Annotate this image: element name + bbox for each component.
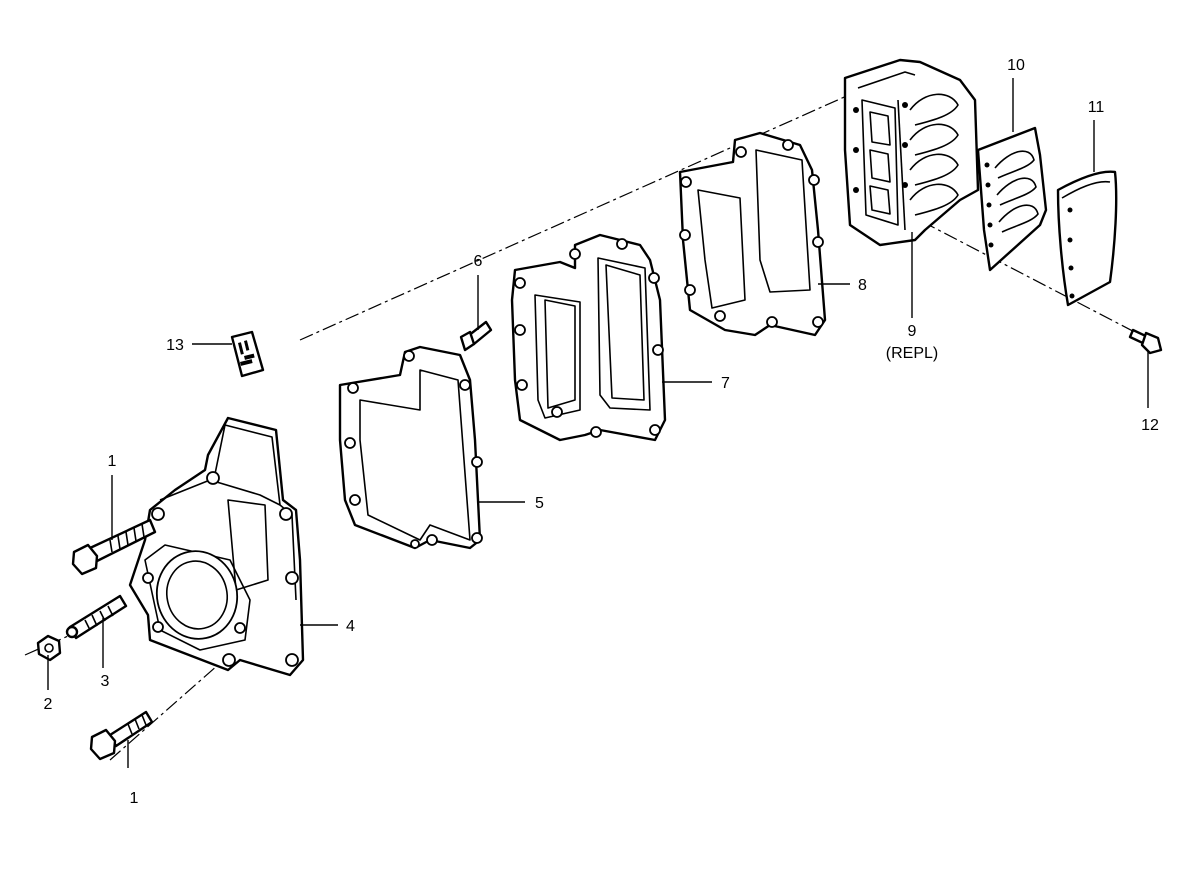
part-2-nut: [36, 634, 62, 662]
part-1-lower-bolt: [89, 710, 154, 761]
callout-10: 10: [1007, 57, 1025, 74]
part-5-gasket: [338, 345, 483, 550]
part-8-gasket: [678, 131, 827, 337]
callout-11: 11: [1088, 99, 1105, 116]
callout-9-note: (REPL): [886, 345, 938, 362]
part-9-reed-block: [843, 58, 980, 247]
callout-12: 12: [1141, 417, 1159, 434]
callout-1-top: 1: [108, 453, 117, 470]
callout-8: 8: [858, 277, 867, 294]
callout-7: 7: [721, 375, 730, 392]
callout-9: 9: [908, 323, 917, 340]
callout-2: 2: [44, 696, 53, 713]
part-10-reed-petal: [976, 126, 1048, 272]
callout-1-bottom: 1: [130, 790, 139, 807]
part-11-reed-stop: [1056, 170, 1118, 307]
part-6-screw: [459, 320, 493, 352]
callout-5: 5: [535, 495, 544, 512]
part-12-screw: [1128, 328, 1163, 355]
part-3-stud: [65, 594, 128, 640]
callout-13: 13: [166, 337, 184, 354]
part-7-reed-spacer: [510, 233, 667, 442]
part-13-decal: [230, 330, 265, 378]
callout-3: 3: [101, 673, 110, 690]
callout-4: 4: [346, 618, 355, 635]
leader-lines: [47, 78, 1149, 768]
part-4-adapter-plate: [128, 416, 305, 677]
callout-6: 6: [474, 253, 483, 270]
part-1-upper-bolt: [71, 518, 157, 576]
callout-labels: 1 1 2 3 4 5 6 7 8 9 (REPL) 10 11 12 13: [44, 57, 1159, 807]
